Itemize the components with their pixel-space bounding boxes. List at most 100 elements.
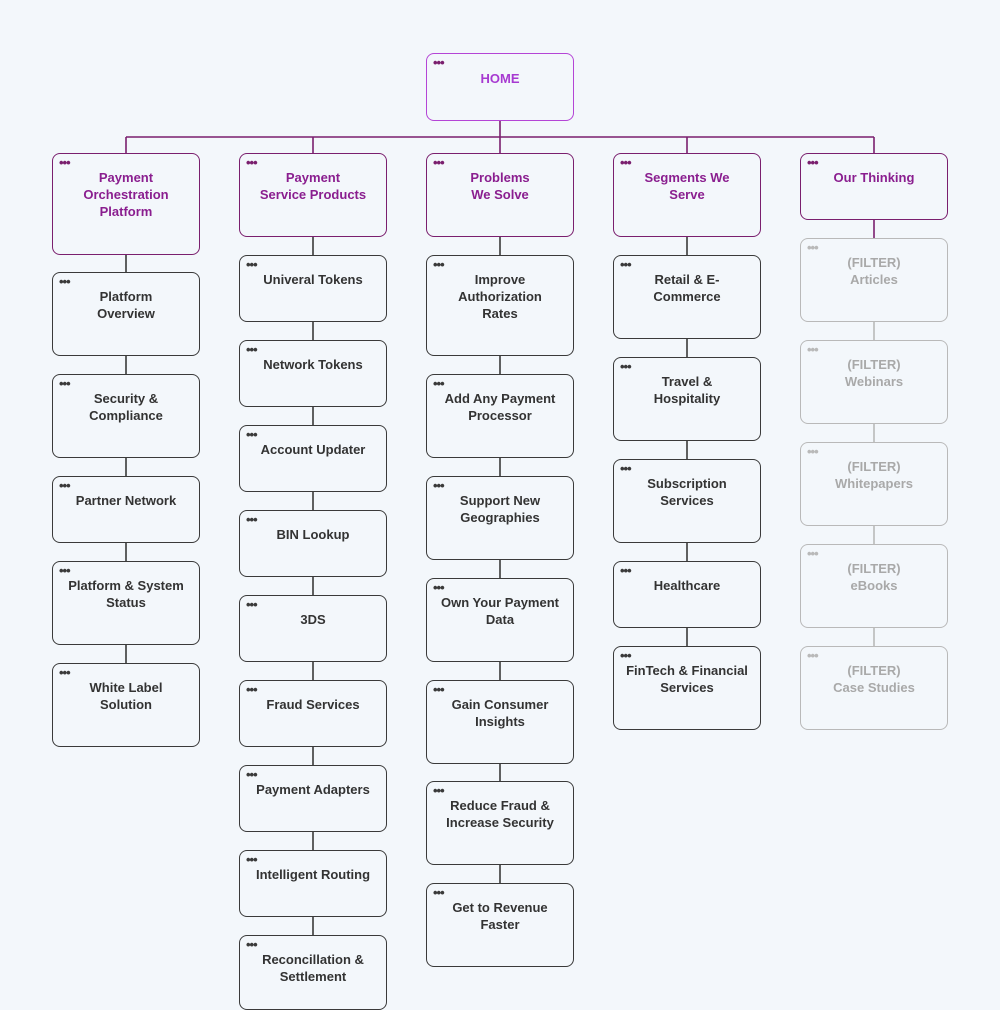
menu-dots-icon: ••• xyxy=(246,937,258,952)
menu-dots-icon: ••• xyxy=(620,461,632,476)
menu-dots-icon: ••• xyxy=(246,512,258,527)
menu-dots-icon: ••• xyxy=(433,376,445,391)
menu-dots-icon: ••• xyxy=(807,648,819,663)
menu-dots-icon: ••• xyxy=(246,597,258,612)
node-label: Payment Adapters xyxy=(256,782,370,797)
node-filter-articles[interactable]: ••• (FILTER)Articles xyxy=(800,238,948,322)
menu-dots-icon: ••• xyxy=(807,240,819,255)
node-retail-e-commerce[interactable]: ••• Retail & E-Commerce xyxy=(613,255,761,339)
node-bin-lookup[interactable]: ••• BIN Lookup xyxy=(239,510,387,577)
node-label: Security &Compliance xyxy=(89,391,163,423)
menu-dots-icon: ••• xyxy=(433,783,445,798)
menu-dots-icon: ••• xyxy=(620,359,632,374)
node-label: Partner Network xyxy=(75,493,177,508)
menu-dots-icon: ••• xyxy=(807,155,819,170)
node-reduce-fraud-increase-security[interactable]: ••• Reduce Fraud &Increase Security xyxy=(426,781,574,865)
node-label: (FILTER)Webinars xyxy=(844,357,904,389)
menu-dots-icon: ••• xyxy=(59,563,71,578)
node-label: Healthcare xyxy=(653,578,721,593)
node-label: Retail & E-Commerce xyxy=(653,272,721,304)
column-header-label: Our Thinking xyxy=(833,170,915,185)
node-healthcare[interactable]: ••• Healthcare xyxy=(613,561,761,628)
node-label: Univeral Tokens xyxy=(263,272,363,287)
node-partner-network[interactable]: ••• Partner Network xyxy=(52,476,200,543)
node-filter-ebooks[interactable]: ••• (FILTER)eBooks xyxy=(800,544,948,628)
menu-dots-icon: ••• xyxy=(246,852,258,867)
menu-dots-icon: ••• xyxy=(246,767,258,782)
menu-dots-icon: ••• xyxy=(620,155,632,170)
menu-dots-icon: ••• xyxy=(246,427,258,442)
menu-dots-icon: ••• xyxy=(59,376,71,391)
menu-dots-icon: ••• xyxy=(620,648,632,663)
node-label: Account Updater xyxy=(260,442,366,457)
node-filter-whitepapers[interactable]: ••• (FILTER)Whitepapers xyxy=(800,442,948,526)
node-network-tokens[interactable]: ••• Network Tokens xyxy=(239,340,387,407)
menu-dots-icon: ••• xyxy=(246,342,258,357)
node-label: (FILTER)eBooks xyxy=(847,561,901,593)
menu-dots-icon: ••• xyxy=(433,55,445,70)
home-node[interactable]: ••• HOME xyxy=(426,53,574,121)
node-filter-webinars[interactable]: ••• (FILTER)Webinars xyxy=(800,340,948,424)
column-header-our-thinking[interactable]: ••• Our Thinking xyxy=(800,153,948,220)
node-filter-case-studies[interactable]: ••• (FILTER)Case Studies xyxy=(800,646,948,730)
node-label: Reconcillation &Settlement xyxy=(262,952,364,984)
node-label: (FILTER)Whitepapers xyxy=(834,459,913,491)
node-intelligent-routing[interactable]: ••• Intelligent Routing xyxy=(239,850,387,917)
node-reconcillation-settlement[interactable]: ••• Reconcillation &Settlement xyxy=(239,935,387,1010)
node-3ds[interactable]: ••• 3DS xyxy=(239,595,387,662)
menu-dots-icon: ••• xyxy=(807,546,819,561)
node-account-updater[interactable]: ••• Account Updater xyxy=(239,425,387,492)
node-label: Fraud Services xyxy=(266,697,360,712)
node-label: Intelligent Routing xyxy=(255,867,371,882)
node-payment-adapters[interactable]: ••• Payment Adapters xyxy=(239,765,387,832)
menu-dots-icon: ••• xyxy=(59,155,71,170)
menu-dots-icon: ••• xyxy=(620,257,632,272)
node-univeral-tokens[interactable]: ••• Univeral Tokens xyxy=(239,255,387,322)
node-label: BIN Lookup xyxy=(276,527,350,542)
menu-dots-icon: ••• xyxy=(246,682,258,697)
node-security-compliance[interactable]: ••• Security &Compliance xyxy=(52,374,200,458)
node-label: (FILTER)Case Studies xyxy=(833,663,915,695)
node-label: Reduce Fraud &Increase Security xyxy=(446,798,554,830)
menu-dots-icon: ••• xyxy=(246,155,258,170)
home-label: HOME xyxy=(480,71,520,86)
menu-dots-icon: ••• xyxy=(807,444,819,459)
menu-dots-icon: ••• xyxy=(620,563,632,578)
menu-dots-icon: ••• xyxy=(433,885,445,900)
node-label: Network Tokens xyxy=(263,357,363,372)
menu-dots-icon: ••• xyxy=(246,257,258,272)
node-travel-hospitality[interactable]: ••• Travel &Hospitality xyxy=(613,357,761,441)
node-fraud-services[interactable]: ••• Fraud Services xyxy=(239,680,387,747)
menu-dots-icon: ••• xyxy=(433,155,445,170)
menu-dots-icon: ••• xyxy=(59,478,71,493)
menu-dots-icon: ••• xyxy=(59,665,71,680)
